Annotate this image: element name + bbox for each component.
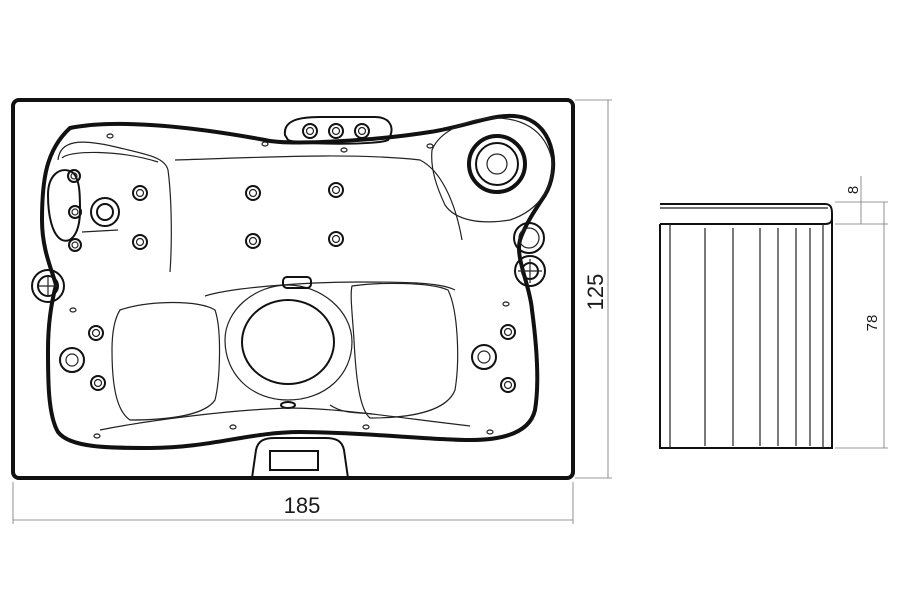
height-dimension: 78: [835, 202, 888, 449]
diverter-valve-left: [31, 269, 65, 303]
right-large-jet: [471, 344, 497, 370]
detail-dots: [69, 133, 510, 439]
tub-outer-frame: [11, 98, 575, 480]
foot-massager: [241, 299, 335, 385]
pillow-jet-2: [328, 123, 344, 139]
floor-jet-1: [245, 185, 261, 201]
side-rim: [660, 203, 833, 225]
plan-view: [11, 98, 575, 480]
lounger-headrest: [46, 169, 82, 242]
corner-seat: [431, 117, 553, 223]
depth-label: 125: [583, 274, 608, 311]
left-seat-jet-2: [90, 375, 106, 391]
drain: [280, 401, 296, 409]
depth-dimension: 125: [575, 99, 612, 479]
right-seat-jet-2: [500, 377, 516, 393]
lounger-jet-c: [68, 238, 82, 252]
lounger-jet-a: [67, 169, 81, 183]
floor-jet-3: [245, 233, 261, 249]
waterfall-control: [467, 134, 527, 194]
rim-dimension: 8: [835, 176, 888, 225]
left-large-jet: [59, 347, 85, 373]
lower-left-seat: [111, 301, 221, 421]
rim-label: 8: [845, 186, 862, 194]
lounger-jet-d: [132, 185, 148, 201]
pillow-jet-1: [302, 123, 318, 139]
width-dimension: 185: [12, 482, 574, 524]
diverter-valve-right: [514, 255, 546, 287]
control-panel: [269, 450, 319, 471]
right-seat-jet-1: [500, 324, 516, 340]
foot-well: [224, 284, 353, 401]
cabinet-slats: [704, 228, 811, 446]
skimmer: [282, 276, 312, 289]
tub-shell-outline: [40, 113, 556, 450]
side-cabinet: [659, 218, 833, 449]
lounger-seat: [57, 141, 172, 273]
lower-right-seat: [350, 282, 459, 419]
lounger-large-jet: [90, 197, 120, 227]
pillow-holder: [283, 116, 393, 145]
lounger-jet-b: [68, 205, 82, 219]
floor-jet-4: [328, 231, 344, 247]
left-seat-jet-1: [88, 325, 104, 341]
pillow-jet-3: [354, 123, 370, 139]
height-label: 78: [864, 315, 881, 332]
floor-jet-2: [328, 182, 344, 198]
control-panel-housing: [251, 437, 349, 479]
lounger-jet-e: [132, 234, 148, 250]
width-label: 185: [284, 493, 321, 518]
side-view: [659, 203, 833, 449]
air-control-right: [513, 222, 545, 254]
